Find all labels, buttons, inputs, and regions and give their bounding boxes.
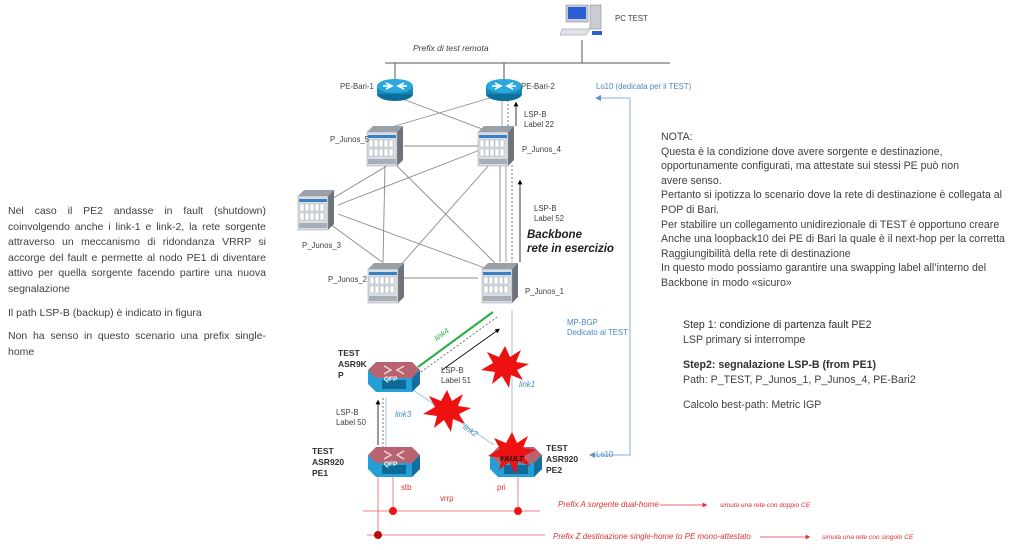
- lsp-label22-line1: LSP-B: [524, 110, 547, 119]
- lo10-bottom-label: Lo10: [596, 450, 614, 459]
- left-paragraph-path: Il path LSP-B (backup) è indicato in fig…: [8, 306, 202, 319]
- nota-line: Anche una loopback10 dei PE di Bari la q…: [661, 233, 1005, 246]
- lo10-top-label: Lo10 (dedicata per il TEST): [596, 82, 692, 91]
- nota-line: opportunamente configurati, ma attestate…: [661, 160, 959, 173]
- pe2-label-line3: PE2: [546, 465, 563, 475]
- pe2-label-line1: TEST: [546, 443, 568, 453]
- pc-test-icon: [559, 4, 602, 36]
- prefix-z-label: Prefix Z destinazione single-home to PE …: [553, 532, 751, 541]
- lsp-label51-line1: LSP-B: [441, 366, 464, 375]
- p-junos-5-label: P_Junos_5: [330, 135, 370, 144]
- lsp-label52-line2: Label 52: [534, 214, 564, 223]
- lsp-label50-line1: LSP-B: [336, 408, 359, 417]
- pe1-qfp-label: QFP: [384, 461, 398, 468]
- nota-line: Questa è la condizione dove avere sorgen…: [661, 145, 943, 158]
- backbone-label-line1: Backbone: [527, 229, 582, 241]
- prefix-a-note: simula una rete con doppio CE: [720, 502, 811, 509]
- mpbgp-label-line2: Dedicato al TEST: [567, 328, 628, 337]
- backbone-label-line2: rete in esercizio: [527, 243, 614, 255]
- p-junos-1-device-icon: [481, 262, 519, 304]
- prefix-a-label: Prefix A sorgente dual-home: [558, 500, 659, 509]
- prefix-remote-label: Prefix di test remota: [413, 43, 489, 53]
- p-junos-3-label: P_Junos_3: [302, 241, 342, 250]
- link1-label: link1: [519, 380, 536, 389]
- stb-label: stb: [401, 483, 412, 492]
- step1-text: LSP primary si interrompe: [683, 333, 806, 346]
- fault-label: FAULT: [500, 454, 524, 463]
- nota-line: In questo modo possiamo garantire una sw…: [661, 262, 987, 275]
- lsp-label50-line2: Label 50: [336, 418, 366, 427]
- nota-line: Per stabilire un collegamento unidirezio…: [661, 218, 1000, 231]
- nota-line: Pertanto si ipotizza lo scenario dove la…: [661, 189, 1002, 202]
- p-junos-2-device-icon: [367, 262, 405, 304]
- backbone-links: [329, 97, 501, 279]
- lsp-label52-line1: LSP-B: [534, 204, 557, 213]
- step2-title: Step2: segnalazione LSP-B (from PE1): [683, 359, 877, 372]
- step2-text: Path: P_TEST, P_Junos_1, P_Junos_4, PE-B…: [683, 373, 916, 386]
- pe-bari-1-label: PE-Bari-1: [340, 82, 374, 91]
- pe-bari-2-router-icon: [485, 78, 523, 102]
- pri-label: pri: [497, 483, 506, 492]
- calc-best-path: Calcolo best-path: Metric IGP: [683, 399, 822, 412]
- link3-label: link3: [395, 410, 412, 419]
- p-junos-4-device-icon: [477, 125, 515, 167]
- vrrp-label: vrrp: [440, 494, 454, 503]
- p-junos-5-device-icon: [366, 125, 404, 167]
- lsp-label22-line2: Label 22: [524, 120, 554, 129]
- step1-title: Step 1: condizione di partenza fault PE2: [683, 319, 872, 331]
- left-paragraph-single-home: Non ha senso in questo scenario una pref…: [8, 330, 266, 358]
- left-explanation: Nel caso il PE2 andasse in fault (shutdo…: [8, 204, 266, 368]
- mpbgp-label-line1: MP-BGP: [567, 318, 598, 327]
- pe1-label-line1: TEST: [312, 446, 334, 456]
- p-junos-4-label: P_Junos_4: [522, 145, 562, 154]
- test-asr9k-label-line3: P: [338, 370, 344, 380]
- pe1-label-line3: PE1: [312, 468, 329, 478]
- pe-bari-1-router-icon: [376, 78, 414, 102]
- p-junos-3-device-icon: [297, 189, 335, 231]
- pc-test-label: PC TEST: [615, 14, 648, 23]
- lo10-bracket: [598, 98, 631, 456]
- nota-line: Raggiungibilità della rete di destinazio…: [661, 247, 851, 260]
- test-asr9k-label-line1: TEST: [338, 348, 360, 358]
- nota-line: NOTA:: [661, 131, 693, 143]
- test-asr9k-label-line2: ASR9K: [338, 359, 367, 369]
- pe1-label-line2: ASR920: [312, 457, 345, 467]
- nota-line: Backbone in modo «sicuro»: [661, 276, 792, 289]
- nota-line: avere senso.: [661, 174, 722, 187]
- pe2-label-line2: ASR920: [546, 454, 579, 464]
- nota-block: NOTA: Questa è la condizione dove avere …: [661, 130, 1023, 291]
- pe-bari-2-label: PE-Bari-2: [521, 82, 555, 91]
- p-junos-2-label: P_Junos_2: [328, 275, 368, 284]
- lsp-label51-line2: Label 51: [441, 376, 471, 385]
- prefix-z-note: simula una rete con singolo CE: [822, 534, 914, 541]
- asr9k-qfp-label: QFP: [384, 376, 398, 383]
- left-paragraph-fault: Nel caso il PE2 andasse in fault (shutdo…: [8, 205, 266, 295]
- link4-line: [417, 311, 494, 368]
- nota-line: POP di Bari.: [661, 203, 720, 216]
- p-junos-1-label: P_Junos_1: [525, 287, 565, 296]
- steps-block: Step 1: condizione di partenza fault PE2…: [683, 318, 916, 413]
